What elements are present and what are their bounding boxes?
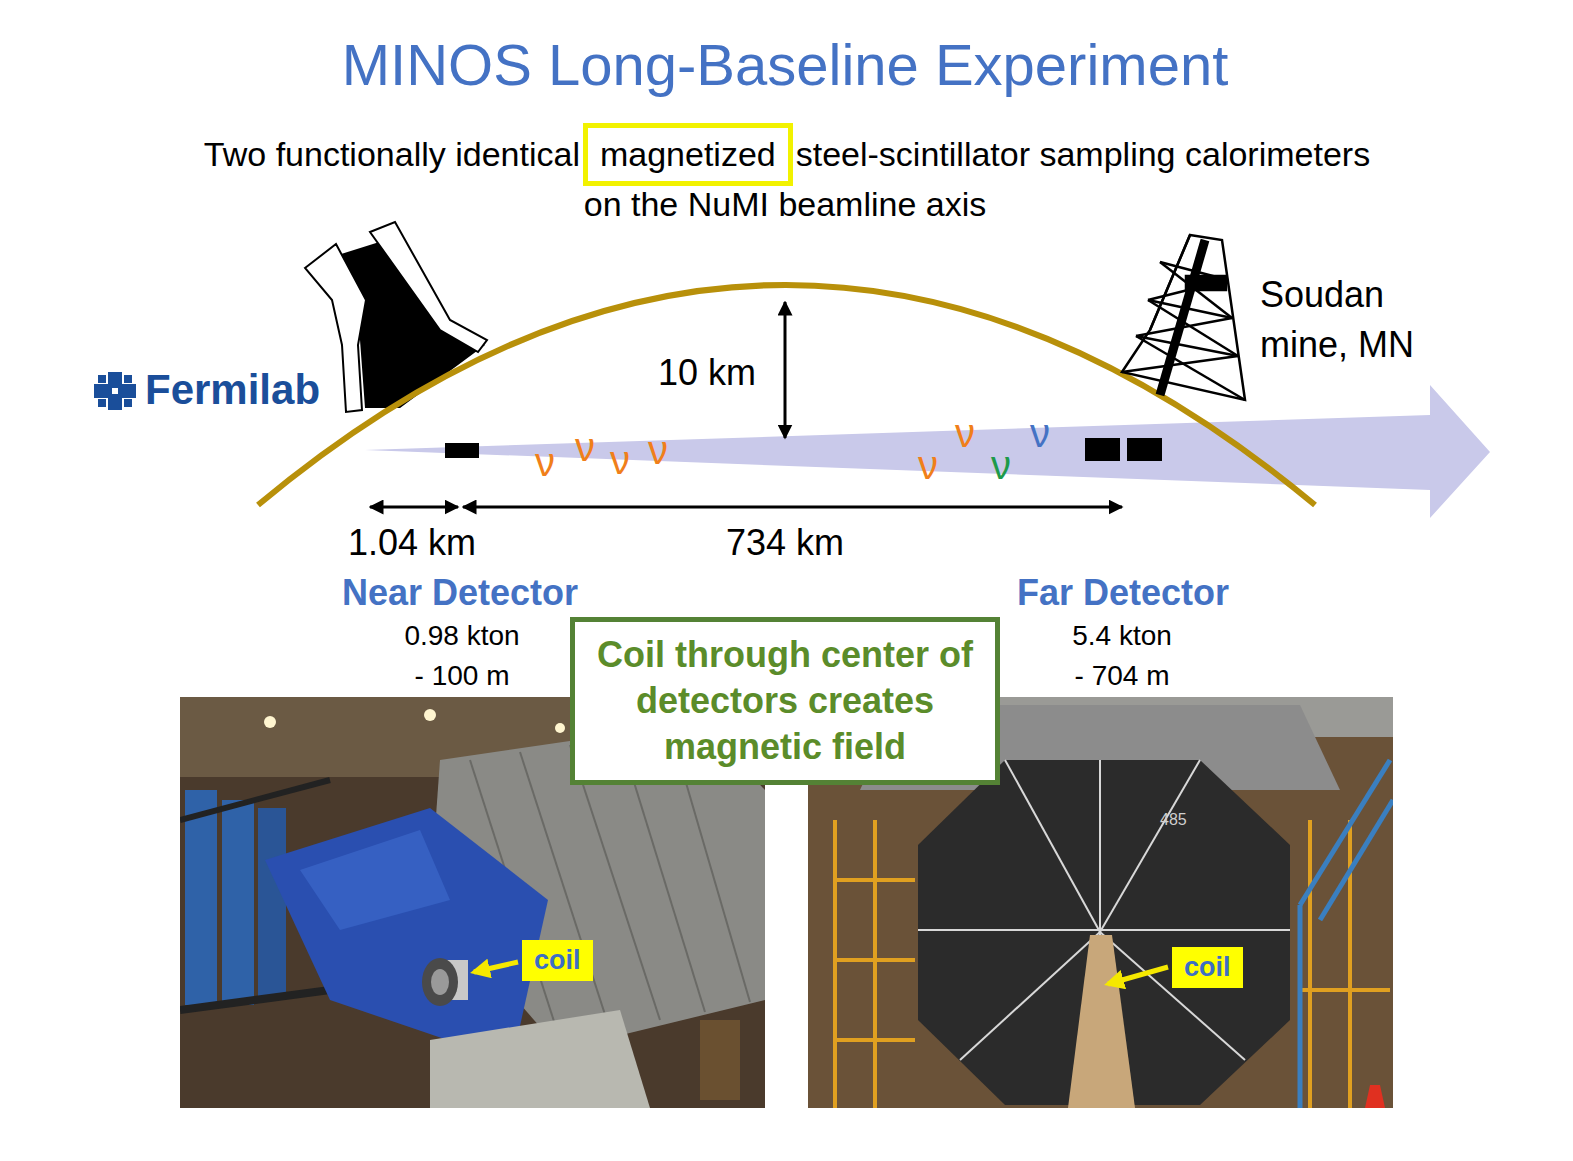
beam-arrow [365, 385, 1490, 518]
far-detector-photo [1320, 800, 1393, 920]
far-detector-photo [1365, 1085, 1385, 1108]
far-detector-photo [1300, 760, 1393, 1108]
earth-surface-arc [258, 285, 1315, 505]
near-detector-photo [555, 723, 565, 733]
far-detector-photo [835, 1038, 915, 1042]
fermilab-logo-icon [98, 399, 106, 407]
detector-specs: 0.98 kton - 100 m [401, 616, 523, 696]
plate-number: 485 [1160, 811, 1187, 829]
callout-box: coil [522, 940, 593, 981]
far-detector-photo [833, 820, 837, 1108]
neutrino-symbol: ν [610, 437, 630, 483]
far-detector-photo [835, 958, 915, 962]
near-detector-photo [265, 808, 548, 1062]
beam-arrow [365, 385, 1490, 518]
far-detector-photo [1005, 760, 1100, 932]
far-detector-photo [873, 820, 877, 1108]
neutrino-symbol: ν [1030, 410, 1050, 456]
site-label: Soudan mine, MN [1260, 270, 1450, 371]
node-text: coil [534, 943, 581, 978]
node-text: Coil through center of detectors creates… [590, 632, 980, 770]
fermilab-logo-icon [112, 388, 118, 394]
coil-leader-arrows [474, 962, 518, 972]
far-detector-photo [835, 878, 915, 882]
far-detector-photo [1308, 820, 1312, 1108]
earth-surface-arc [258, 285, 1315, 505]
fermilab-building [305, 222, 487, 412]
near-detector-photo [431, 969, 449, 995]
fermilab-logo-icon [98, 375, 106, 383]
near-detector-photo [185, 790, 217, 1005]
callout-box: coil [1172, 947, 1243, 988]
highlight-box: magnetized [583, 123, 793, 186]
subtitle-text: steel-scintillator sampling calorimeters [796, 135, 1370, 174]
far-detector-photo [1300, 988, 1390, 992]
soudan-headframe [1122, 356, 1238, 372]
near-detector-photo [424, 709, 436, 721]
node-text: coil [1184, 950, 1231, 985]
far-detector-photo [1068, 935, 1135, 1108]
detector-specs: 5.4 kton - 704 m [1068, 616, 1176, 696]
far-detector-photo [1298, 905, 1303, 1108]
far-detector-photo [1348, 820, 1352, 1108]
neutrino-symbol: ν [575, 424, 595, 470]
neutrino-symbol: ν [535, 439, 555, 485]
neutrino-symbol: ν [991, 442, 1011, 488]
dimension-arrows [370, 302, 1122, 507]
coil-leader-arrows [1108, 967, 1168, 984]
near-detector-photo [222, 800, 254, 1005]
soudan-headframe [1122, 235, 1245, 400]
detector-markers [1127, 438, 1162, 461]
title: MINOS Long-Baseline Experiment [342, 32, 1229, 99]
neutrino-symbol: ν [918, 442, 938, 488]
detector-heading: Far Detector [1017, 572, 1229, 613]
neutrino-symbol: ν [955, 410, 975, 456]
subtitle-text: Two functionally identical [204, 135, 580, 174]
neutrino-symbol: ν [648, 427, 668, 473]
note-box: Coil through center of detectors creates… [570, 617, 1000, 785]
soudan-headframe [1186, 276, 1226, 290]
logo-text: Fermilab [145, 366, 320, 414]
near-detector-photo [264, 716, 276, 728]
dimension-label: 1.04 km [348, 522, 476, 563]
fermilab-logo-icon [94, 372, 136, 410]
dimension-arrows [784, 302, 787, 438]
near-detector-photo [258, 808, 286, 998]
dimension-arrows [463, 506, 1122, 509]
dimension-arrows [370, 506, 458, 509]
soudan-headframe [1148, 300, 1238, 356]
near-detector-photo [700, 1020, 740, 1100]
detector-heading: Near Detector [342, 572, 578, 613]
near-detector-photo [300, 830, 450, 930]
near-detector-photo [180, 780, 330, 820]
fermilab-logo-icon [124, 375, 132, 383]
far-detector-photo [918, 929, 1290, 931]
fermilab-building [370, 222, 487, 352]
soudan-headframe [1122, 235, 1245, 400]
far-detector-photo [1099, 760, 1101, 935]
fermilab-logo-icon [124, 399, 132, 407]
near-detector-photo [430, 1010, 650, 1108]
dimension-label: 734 km [726, 522, 844, 563]
soudan-headframe [1160, 240, 1205, 395]
near-detector-photo [180, 990, 330, 1010]
far-detector-photo [1100, 760, 1200, 932]
detector-markers [445, 443, 479, 458]
subtitle-text: on the NuMI beamline axis [584, 185, 987, 224]
dimension-label: 10 km [658, 352, 756, 393]
near-detector-photo [422, 958, 458, 1006]
detector-markers [1085, 438, 1120, 461]
fermilab-logo-icon [94, 384, 136, 398]
node-text: magnetized [600, 135, 776, 174]
